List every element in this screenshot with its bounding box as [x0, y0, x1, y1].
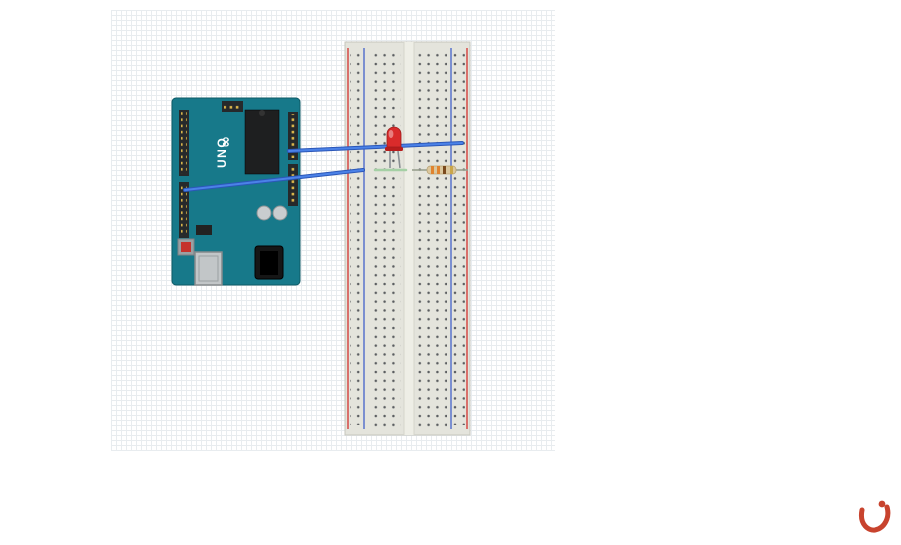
led-bulb[interactable]: [386, 126, 402, 148]
red-led[interactable]: [385, 126, 403, 169]
left-rail-negative-line: [363, 48, 365, 429]
brand-logo-curve: [858, 504, 891, 533]
brand-logo-dot: [878, 500, 886, 508]
arduino-uno-label: UNO: [215, 137, 229, 168]
brand-logo-icon: [858, 500, 891, 533]
analog-header-pins: [290, 166, 296, 204]
led-flange: [385, 147, 403, 151]
center-channel: [404, 42, 414, 435]
wire-blue-2[interactable]: [184, 169, 364, 191]
right-rail-holes: [453, 52, 465, 425]
wires: [183, 141, 464, 192]
arduino-uno[interactable]: ∞ UNO: [171, 97, 301, 286]
arduino-pcb-edge: [171, 97, 301, 286]
right-bank-holes: [417, 50, 447, 427]
left-rail-holes: [350, 52, 362, 425]
resistor-band-4: [450, 166, 453, 174]
resistor[interactable]: [412, 165, 468, 175]
brand-logo: [857, 500, 893, 536]
right-rail-positive-line: [466, 48, 468, 429]
capacitor-2: [272, 205, 288, 221]
wire-blue-1[interactable]: [288, 142, 463, 152]
resistor-band-1: [431, 166, 434, 174]
capacitor-1: [256, 205, 272, 221]
resistor-body[interactable]: [426, 165, 457, 175]
resistor-band-3: [443, 166, 446, 174]
right-rail-negative-line: [450, 48, 452, 429]
chip-notch: [259, 110, 265, 116]
digital-header-1-pins: [181, 112, 187, 174]
power-jack-inner: [260, 251, 278, 275]
left-bank-holes: [369, 50, 401, 427]
left-rail-positive-line: [347, 48, 349, 429]
power-header-pins: [290, 114, 296, 158]
atmega-chip[interactable]: [244, 109, 280, 175]
led-highlight: [388, 130, 394, 138]
led-leg-anode: [397, 150, 401, 169]
voltage-regulator: [196, 225, 212, 235]
breadboard[interactable]: [344, 41, 471, 436]
reset-button[interactable]: [181, 242, 191, 252]
editor-grid-canvas[interactable]: ∞ UNO: [111, 10, 555, 451]
icsp-header-pins: [224, 103, 241, 110]
arduino-infinity-logo: ∞: [218, 136, 234, 148]
usb-connector-inner: [198, 255, 219, 282]
digital-header-2-pins: [181, 184, 187, 236]
resistor-band-2: [437, 166, 440, 174]
circuit-drawing: ∞ UNO: [171, 41, 471, 436]
